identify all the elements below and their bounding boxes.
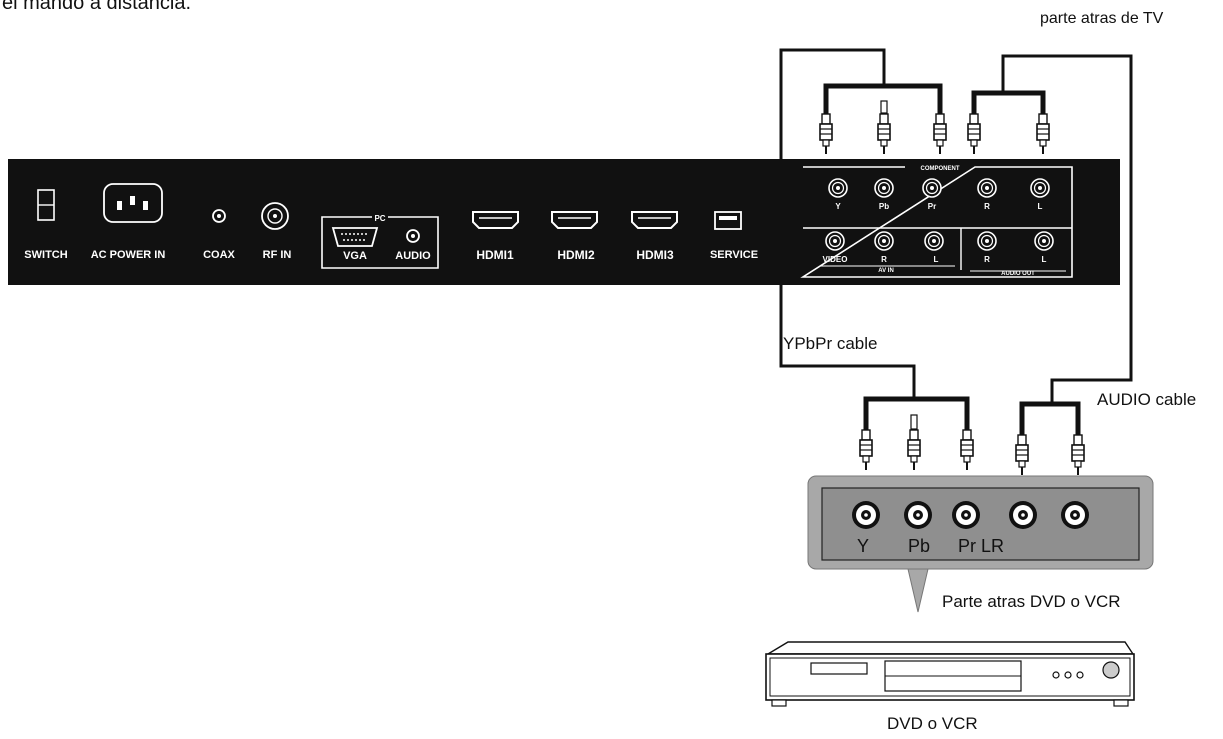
video-jack-icon bbox=[825, 231, 845, 251]
component-l-jack-icon bbox=[1030, 178, 1050, 198]
ypbpr-cable-label: YPbPr cable bbox=[783, 334, 878, 353]
component-pr-jack-icon bbox=[922, 178, 942, 198]
video-label: VIDEO bbox=[823, 255, 848, 264]
pc-group-frame bbox=[321, 216, 439, 269]
coax-jack-icon bbox=[212, 209, 226, 223]
power-socket-icon bbox=[103, 183, 163, 223]
rf-in-jack-icon bbox=[261, 202, 289, 230]
component-r-label: R bbox=[984, 202, 990, 211]
hdmi2-label: HDMI2 bbox=[557, 248, 595, 262]
ac-power-in-label: AC POWER IN bbox=[91, 249, 166, 261]
component-pb-jack-icon bbox=[874, 178, 894, 198]
service-usb-port-icon bbox=[714, 211, 742, 230]
pc-audio-label: AUDIO bbox=[395, 250, 431, 262]
dvd-back-caption: Parte atras DVD o VCR bbox=[942, 592, 1121, 611]
tv-audio-r-plug-icon bbox=[967, 113, 981, 155]
service-label: SERVICE bbox=[710, 249, 758, 261]
hdmi1-label: HDMI1 bbox=[476, 248, 514, 262]
dvd-y-label: Y bbox=[857, 536, 869, 556]
audio-out-l-jack-icon bbox=[1034, 231, 1054, 251]
av-in-l-jack-icon bbox=[924, 231, 944, 251]
vga-label: VGA bbox=[343, 250, 367, 262]
tv-pr-plug-icon bbox=[933, 113, 947, 155]
component-r-jack-icon bbox=[977, 178, 997, 198]
audio-cable-label: AUDIO cable bbox=[1097, 390, 1197, 409]
component-y-label: Y bbox=[835, 202, 841, 211]
dvd-audio-l-plug-icon bbox=[1071, 434, 1085, 476]
dvd-back-panel bbox=[807, 475, 1154, 613]
dvd-pr-lr-label: Pr LR bbox=[958, 536, 1004, 556]
component-y-jack-icon bbox=[828, 178, 848, 198]
av-in-l-label: L bbox=[934, 255, 939, 264]
tv-pb-plug-tip-icon bbox=[880, 100, 888, 114]
audio-out-l-label: L bbox=[1042, 255, 1047, 264]
av-in-r-jack-icon bbox=[874, 231, 894, 251]
av-in-label: AV IN bbox=[878, 268, 894, 274]
dvd-pb-jack-icon bbox=[904, 501, 932, 529]
top-caption: el mando a distancia. bbox=[2, 0, 192, 14]
dvd-y-plug-icon bbox=[859, 429, 873, 471]
audio-out-label: AUDIO OUT bbox=[1001, 271, 1035, 277]
switch-label: SWITCH bbox=[24, 249, 67, 261]
hdmi1-port-icon bbox=[472, 211, 519, 229]
component-label: COMPONENT bbox=[921, 166, 960, 172]
dvd-pb-plug-tip-icon bbox=[910, 414, 918, 430]
hdmi2-port-icon bbox=[551, 211, 598, 229]
component-pb-label: Pb bbox=[879, 202, 889, 211]
av-block-frame bbox=[800, 166, 1073, 278]
component-pr-label: Pr bbox=[928, 202, 936, 211]
audio-out-r-jack-icon bbox=[977, 231, 997, 251]
switch-icon bbox=[37, 189, 55, 221]
rf-in-label: RF IN bbox=[263, 249, 292, 261]
dvd-r-jack-icon bbox=[1009, 501, 1037, 529]
vga-port-icon bbox=[331, 227, 379, 247]
hdmi3-port-icon bbox=[631, 211, 678, 229]
dvd-pr-plug-icon bbox=[960, 429, 974, 471]
tv-y-plug-icon bbox=[819, 113, 833, 155]
dvd-l-jack-icon bbox=[1061, 501, 1089, 529]
tv-pb-plug-icon bbox=[877, 113, 891, 155]
dvd-player-icon bbox=[765, 641, 1135, 707]
dvd-pr-jack-icon bbox=[952, 501, 980, 529]
hdmi3-label: HDMI3 bbox=[636, 248, 674, 262]
av-in-r-label: R bbox=[881, 255, 887, 264]
ypbpr-cable bbox=[779, 48, 970, 432]
tv-audio-l-plug-icon bbox=[1036, 113, 1050, 155]
component-l-label: L bbox=[1038, 202, 1043, 211]
pc-label: PC bbox=[374, 214, 385, 223]
tv-back-caption: parte atras de TV bbox=[1040, 10, 1164, 27]
pc-audio-jack-icon bbox=[406, 229, 420, 243]
audio-cable bbox=[971, 54, 1133, 437]
dvd-y-jack-icon bbox=[852, 501, 880, 529]
dvd-pb-label: Pb bbox=[908, 536, 930, 556]
audio-out-r-label: R bbox=[984, 255, 990, 264]
dvd-pb-plug-icon bbox=[907, 429, 921, 471]
coax-label: COAX bbox=[203, 249, 235, 261]
dvd-device-caption: DVD o VCR bbox=[887, 714, 978, 733]
dvd-audio-r-plug-icon bbox=[1015, 434, 1029, 476]
